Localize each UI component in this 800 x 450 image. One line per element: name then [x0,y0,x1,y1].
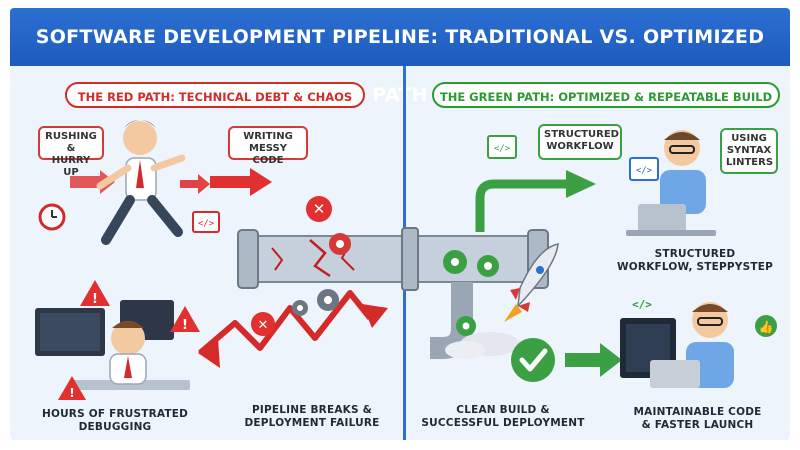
gear-icon [292,300,308,316]
bubble-line: WRITING [243,131,293,142]
red-path-banner: THE RED PATH: TECHNICAL DEBT & CHAOS [65,82,365,108]
running-developer-figure [96,120,186,245]
title-bar: SOFTWARE DEVELOPMENT PIPELINE: TRADITION… [10,8,790,106]
svg-text:</>: </> [198,219,215,229]
green-up-arrow [475,179,570,232]
structured-workflow-caption: STRUCTURED WORKFLOW, STEPPYSTEP [610,248,780,274]
bubble-line: SYNTAX [726,145,772,156]
caption-line: CLEAN BUILD & [456,404,550,416]
error-x-icon: ✕ [306,196,332,222]
caption-line: DEPLOYMENT FAILURE [244,417,380,429]
code-icon: </> [192,211,220,233]
svg-text:👍: 👍 [759,320,774,334]
bubble-line: RUSHING & [45,131,97,154]
gear-icon [456,316,476,336]
zigzag-arrow-head [362,304,388,328]
error-x-icon: ✕ [251,312,275,336]
maintainable-caption: MAINTAINABLE CODE & FASTER LAUNCH [615,406,780,432]
gear-icon [329,233,351,255]
caption-line: WORKFLOW, STEPPYSTEP [617,261,773,273]
debugging-caption: HOURS OF FRUSTRATED DEBUGGING [30,408,200,434]
svg-text:✕: ✕ [258,318,269,333]
happy-developer-figure: 👍 [620,302,777,388]
caption-line: HOURS OF FRUSTRATED [41,408,189,420]
caption-line: & FASTER LAUNCH [641,419,754,431]
focused-developer-figure [626,130,716,236]
svg-text:</>: </> [494,144,511,154]
svg-text:✕: ✕ [313,200,326,218]
svg-text:!: ! [92,292,98,307]
gear-icon [443,250,467,274]
illustration: ✕ ✕ [35,120,777,400]
svg-text:!: ! [182,318,188,333]
laptop-icon [638,204,686,232]
bubble-line: MESSY CODE [249,143,287,166]
svg-text:</>: </> [636,166,653,176]
check-icon [511,338,555,382]
bubble-line: STRUCTURED [544,129,619,140]
bubble-line: LINTERS [726,157,774,168]
warning-icon: ! [80,280,110,307]
thumbs-up-icon [755,315,777,337]
caption-line: SUCCESSFUL DEPLOYMENT [421,417,585,429]
clean-build-caption: CLEAN BUILD & SUCCESSFUL DEPLOYMENT [418,404,588,430]
bubble-line: WORKFLOW [546,141,614,152]
bubble-line: USING [731,133,767,144]
failure-zigzag-arrow [198,290,373,356]
code-icon: </> [629,157,659,181]
messy-code-bubble: WRITING MESSY CODE [228,126,308,166]
warning-icon: ! [58,376,86,400]
gear-icon [317,289,339,311]
svg-text:!: ! [69,386,74,400]
pipeline-icon [237,227,549,359]
bubble-line: HURRY UP [51,155,91,178]
page-title: SOFTWARE DEVELOPMENT PIPELINE: TRADITION… [35,26,765,106]
caption-line: DEBUGGING [78,421,152,433]
rocket-icon [445,243,559,359]
warning-icon: ! [170,306,200,333]
code-icon: </> [632,298,652,311]
frustrated-developer-figure [35,300,190,390]
alarm-clock-icon [38,203,66,231]
workflow-bubble: STRUCTURED WORKFLOW [538,124,622,160]
code-icon: </> [487,135,517,159]
gear-icon [477,255,499,277]
green-right-arrow [565,343,622,377]
caption-line: MAINTAINABLE CODE [633,406,762,418]
rushing-bubble: RUSHING & HURRY UP [38,126,104,178]
caption-line: STRUCTURED [654,248,736,260]
laptop-icon [650,360,700,388]
green-path-banner: THE GREEN PATH: OPTIMIZED & REPEATABLE B… [432,82,780,108]
pipeline-failure-caption: PIPELINE BREAKS & DEPLOYMENT FAILURE [232,404,392,430]
back-arrow-head [198,338,220,368]
linters-bubble: USING SYNTAX LINTERS [720,128,778,174]
infographic-frame: SOFTWARE DEVELOPMENT PIPELINE: TRADITION… [10,8,790,440]
runner-arrows [70,168,272,196]
caption-line: PIPELINE BREAKS & [252,404,372,416]
